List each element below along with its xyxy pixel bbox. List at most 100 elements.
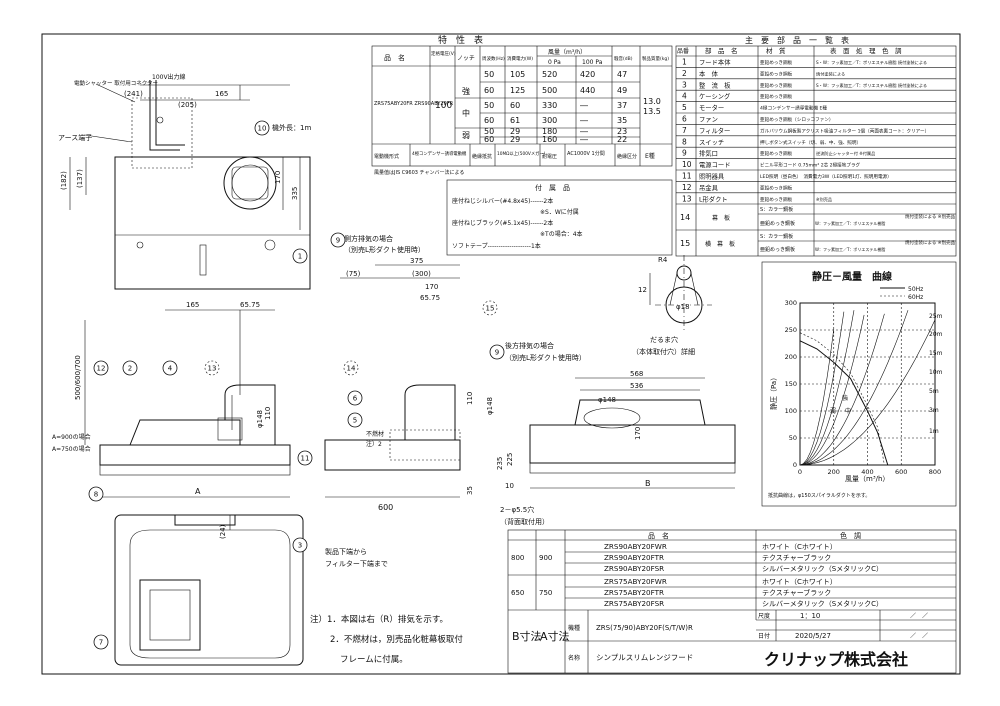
- chart-ytick: 150: [785, 380, 797, 388]
- spec-title: 特 性 表: [438, 34, 483, 46]
- chart-duct-curve: [799, 328, 835, 466]
- dim-110-side: 110: [466, 392, 474, 405]
- balloon-14: [343, 360, 359, 376]
- tb-slash1: ／ ／: [910, 613, 928, 620]
- back-duct-label: 後方排気の場合: [505, 341, 554, 350]
- spec-cell: 29: [510, 135, 520, 144]
- spec-cell: ―: [580, 101, 588, 110]
- spec-motor: 4極コンデンサー誘導電動機: [412, 150, 467, 157]
- spec-cell: 50: [484, 127, 494, 136]
- parts-r15-bfin: W：フッ素加工／T：ポリエステル樹脂: [815, 246, 885, 252]
- keyhole-detail: R4 φ18 12 だるま穴 （本体取付穴）詳細: [632, 255, 712, 356]
- parts-row-finish: 逆流防止シャッター付 ※付属品: [816, 150, 875, 157]
- balloon-6: [347, 390, 363, 406]
- tb-a1: 900: [539, 554, 552, 562]
- chart-ytick: 100: [785, 407, 797, 415]
- bottom-note2: フィルター下端まで: [325, 559, 388, 568]
- parts-row-no: 10: [682, 160, 692, 169]
- dim-75: (75): [346, 270, 361, 278]
- chart-duct-curve: [799, 310, 909, 466]
- parts-row-material: 亜鉛めっき鋼板: [760, 93, 793, 100]
- tb-color: シルバーメタリック（SメタリックC）: [762, 599, 883, 608]
- legend-50hz: 50Hz: [908, 286, 923, 293]
- parts-row-name: 照明器具: [699, 173, 725, 181]
- earth-label: アース端子: [58, 133, 92, 142]
- balloon-5: [347, 412, 363, 428]
- tb-color: テクスチャーブラック: [762, 588, 831, 597]
- tb-model: ZRS90ABY20FTR: [604, 553, 664, 562]
- spec-cell: 160: [542, 135, 557, 144]
- balloon-label: 13: [208, 365, 217, 373]
- dim-110-front: 110: [264, 407, 272, 420]
- spec-mass-1: 13.0: [643, 97, 661, 106]
- tb-color: シルバーメタリック（SメタリックC）: [762, 564, 883, 573]
- spec-cell: ―: [580, 127, 588, 136]
- note-1: 注）1．本図は右（R）排気を示す。: [310, 614, 448, 625]
- balloon-label: 9: [336, 237, 340, 245]
- spec-cell: 330: [542, 101, 557, 110]
- spec-cls-h: 絶縁区分: [617, 153, 637, 160]
- tb-model: ZRS75ABY20FTR: [604, 588, 664, 597]
- duct-10m: 10m: [929, 369, 943, 376]
- spec-vol-h: 耐電圧: [542, 153, 557, 160]
- tb-scale: 1：10: [800, 612, 820, 620]
- dim-536: 536: [630, 382, 644, 390]
- chart-series-line-60hz: [799, 332, 885, 466]
- balloon-label: 7: [99, 639, 103, 647]
- spec-table: 特 性 表 品 名 定格電圧(V) ノッチ 周波数(Hz) 消費電力(W) 風量…: [371, 34, 673, 176]
- spec-cell: 300: [542, 116, 557, 125]
- parts-r14-b: 亜鉛めっき鋼板: [760, 220, 795, 227]
- acc-line3: 座付ねじブラック(#5.1x45)------2本: [452, 219, 553, 227]
- spec-cell: 60: [510, 101, 520, 110]
- parts-row-no: 1: [682, 58, 687, 67]
- balloon-2: [122, 360, 138, 376]
- chart-duct-curve: [799, 314, 865, 466]
- chart-xlabel: 風量（m³/h）: [845, 475, 889, 483]
- parts-r15-name: 横 幕 板: [705, 240, 735, 248]
- chart-xtick: 800: [929, 468, 941, 476]
- spec-cls: E種: [645, 152, 655, 160]
- parts-row-material: ガルバリウム鋼板製アクリスト吸油フィルター 1個（両面表裏コート：クリアー）: [760, 127, 929, 134]
- parts-row-name: 本 体: [699, 69, 719, 78]
- tb-model: ZRS90ABY20FWR: [604, 542, 667, 551]
- spec-h-flow0: 0 Pa: [548, 59, 561, 66]
- dim-600: 600: [378, 503, 393, 512]
- balloon-11: [297, 450, 313, 466]
- spec-cell: 49: [617, 86, 627, 95]
- side-view: 375 (75) (300) 170 65.75 110 φ148 35 235…: [324, 234, 586, 512]
- tb-model: ZRS75ABY20FSR: [604, 599, 664, 608]
- spec-models: ZRS75ABY20FR ZRS90ABY20FR: [374, 101, 454, 107]
- company-logo: クリナップ株式会社: [764, 650, 908, 669]
- parts-row-material: 押しボタン式スイッチ（切、弱、中、強、照明）: [760, 139, 861, 146]
- parts-row-name: 排気口: [699, 149, 718, 158]
- balloon-13: [204, 360, 220, 376]
- acc-line2: ※S．Wに付属: [540, 208, 579, 216]
- dim-165-front: 165: [186, 301, 199, 309]
- parts-h-mat: 材 質: [766, 46, 786, 55]
- balloon-4: [162, 360, 178, 376]
- back-hole-label: 2－φ5.5穴: [500, 505, 534, 514]
- spec-cell: 23: [617, 127, 627, 136]
- spec-cell: 420: [580, 70, 595, 79]
- chart-duct-curve: [799, 319, 936, 466]
- dim-235: 235: [496, 457, 504, 470]
- parts-row-no: 7: [682, 126, 687, 135]
- spec-h-name: 品 名: [384, 53, 405, 62]
- accessory-box: 付 属 品 座付ねじシルバー(#4.8x45)------2本 ※S．Wに付属 …: [446, 179, 673, 256]
- sheet-border: [41, 33, 961, 675]
- parts-row-name: フィルター: [699, 126, 730, 135]
- parts-row-name: 整 流 板: [699, 80, 731, 89]
- chart-series-line-50hz: [799, 340, 889, 466]
- dim-170-side: 170: [425, 283, 438, 291]
- balloon-label: 10: [258, 125, 267, 133]
- dim-height-range: 500/600/700: [74, 355, 82, 400]
- parts-row-material: 亜鉛めっき鋼板: [760, 150, 793, 157]
- parts-r14-no: 14: [680, 213, 690, 222]
- spec-volt: 100: [435, 101, 452, 111]
- chart-ytick: 0: [793, 461, 797, 469]
- balloon-label: 8: [94, 491, 98, 499]
- parts-row-no: 3: [682, 80, 687, 89]
- parts-row-name: 吊金具: [699, 183, 719, 192]
